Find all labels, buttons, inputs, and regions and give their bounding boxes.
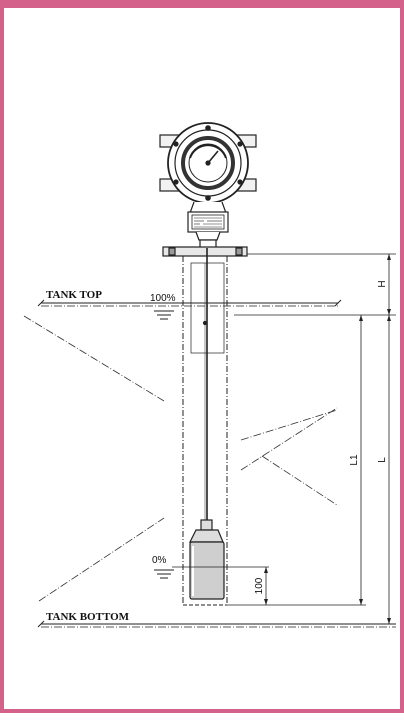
tank-bottom-line [37, 620, 396, 628]
tank-top-label: TANK TOP [46, 289, 102, 301]
dimension-arrows [264, 254, 391, 624]
dim-h-label: H [377, 280, 388, 287]
transmitter-head [159, 122, 257, 249]
stilling-well [182, 248, 228, 606]
dim-l-label: L [377, 457, 388, 463]
level-gauge-diagram: TANK TOP 100% TANK BOTTOM 0% [23, 122, 396, 628]
dim-100-label: 100 [254, 577, 265, 594]
tank-cross-marking [240, 407, 338, 471]
level-0-label: 0% [152, 555, 167, 566]
probe-weight [189, 519, 225, 600]
tank-wall-markings [23, 315, 338, 602]
level-100-label: 100% [150, 293, 176, 304]
level-100-marker [154, 310, 174, 320]
dim-l1-label: L1 [349, 454, 360, 466]
level-0-marker [154, 566, 269, 579]
dimension-lines [227, 253, 396, 624]
tank-bottom-label: TANK BOTTOM [46, 611, 130, 623]
tank-top-line [37, 299, 342, 307]
mounting-flange [162, 246, 248, 257]
